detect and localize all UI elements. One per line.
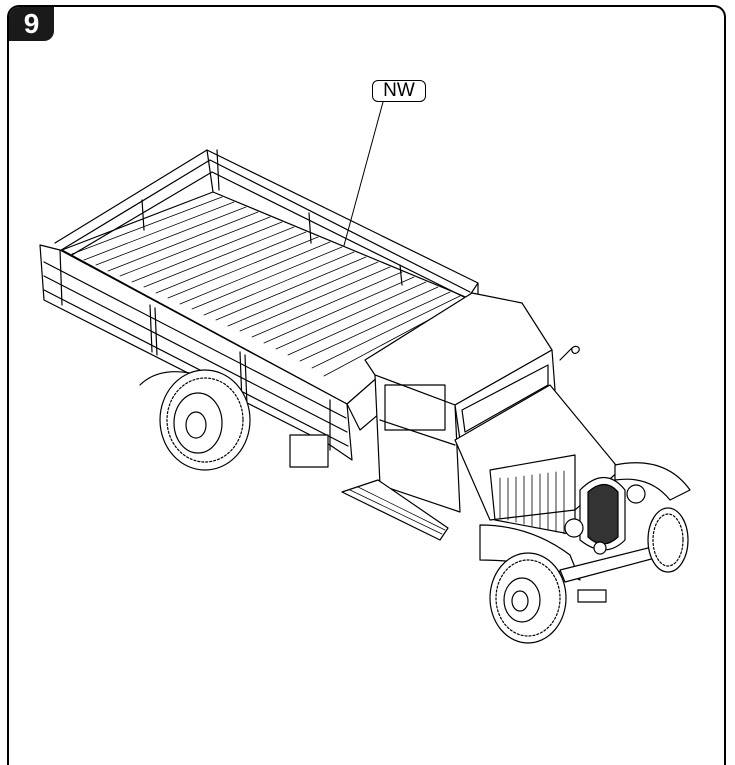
near-side-board [39, 244, 353, 461]
side-mirror [559, 345, 580, 361]
headlight-right [626, 484, 646, 504]
hood-louvers [499, 470, 565, 535]
front-wheel-right [647, 507, 689, 573]
far-side-board [54, 149, 479, 301]
horn [593, 541, 607, 555]
headlight-left [564, 518, 584, 538]
running-board [341, 479, 449, 541]
cab [364, 292, 556, 513]
instruction-panel-frame [7, 5, 726, 765]
tool-box [289, 434, 329, 468]
rear-wheel [139, 369, 251, 471]
front-wheel-left [489, 552, 567, 644]
step-number-badge: 9 [9, 7, 54, 41]
radiator-grille [579, 476, 626, 551]
part-callout-label: NW [372, 80, 426, 102]
front-fender-right [614, 462, 691, 501]
